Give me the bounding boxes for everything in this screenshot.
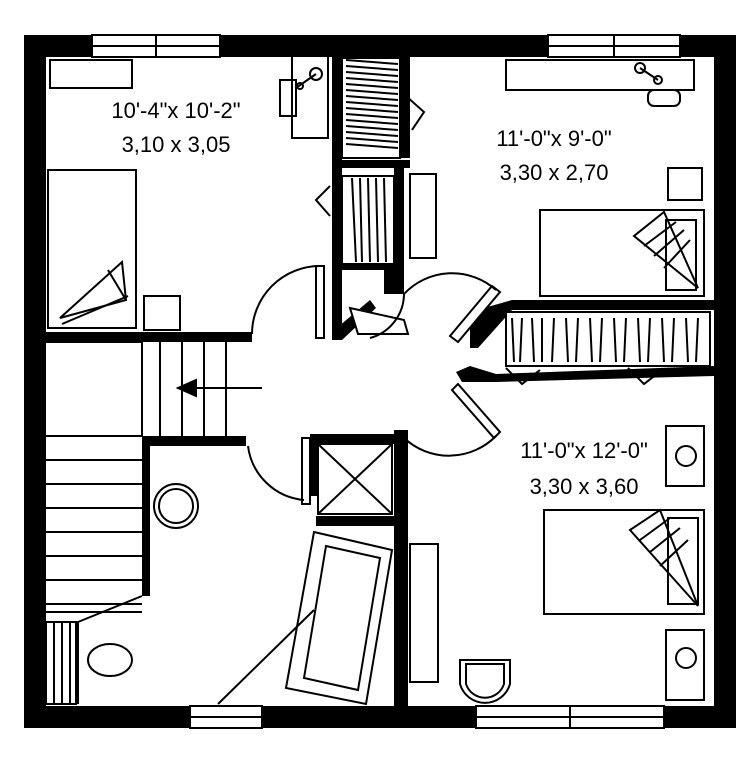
bedroom-bottom-right-furniture	[459, 425, 705, 704]
room-label-bedroom-top-left: 10'-4"x 10'-2" 3,10 x 3,05	[111, 98, 240, 157]
room-dimension-metric: 3,10 x 3,05	[122, 132, 231, 157]
stair-direction-arrow-icon	[175, 378, 262, 398]
room-dimension-imperial: 10'-4"x 10'-2"	[111, 98, 240, 123]
bedroom-top-left-furniture	[47, 55, 329, 331]
room-dimension-metric: 3,30 x 2,70	[500, 160, 609, 185]
room-label-bedroom-top-right: 11'-0"x 9'-0" 3,30 x 2,70	[496, 126, 611, 185]
room-dimension-metric: 3,30 x 3,60	[530, 474, 639, 499]
windows	[45, 34, 681, 729]
bedroom-top-right-furniture	[505, 59, 705, 297]
bathroom-fixtures	[77, 443, 394, 706]
doors	[247, 265, 502, 505]
room-label-bedroom-bottom-right: 11'-0"x 12'-0" 3,30 x 3,60	[520, 438, 648, 499]
room-dimension-imperial: 11'-0"x 12'-0"	[520, 438, 648, 463]
staircase	[46, 341, 227, 613]
room-dimension-imperial: 11'-0"x 9'-0"	[496, 126, 611, 151]
closets	[314, 57, 711, 683]
interior-walls	[46, 50, 714, 706]
